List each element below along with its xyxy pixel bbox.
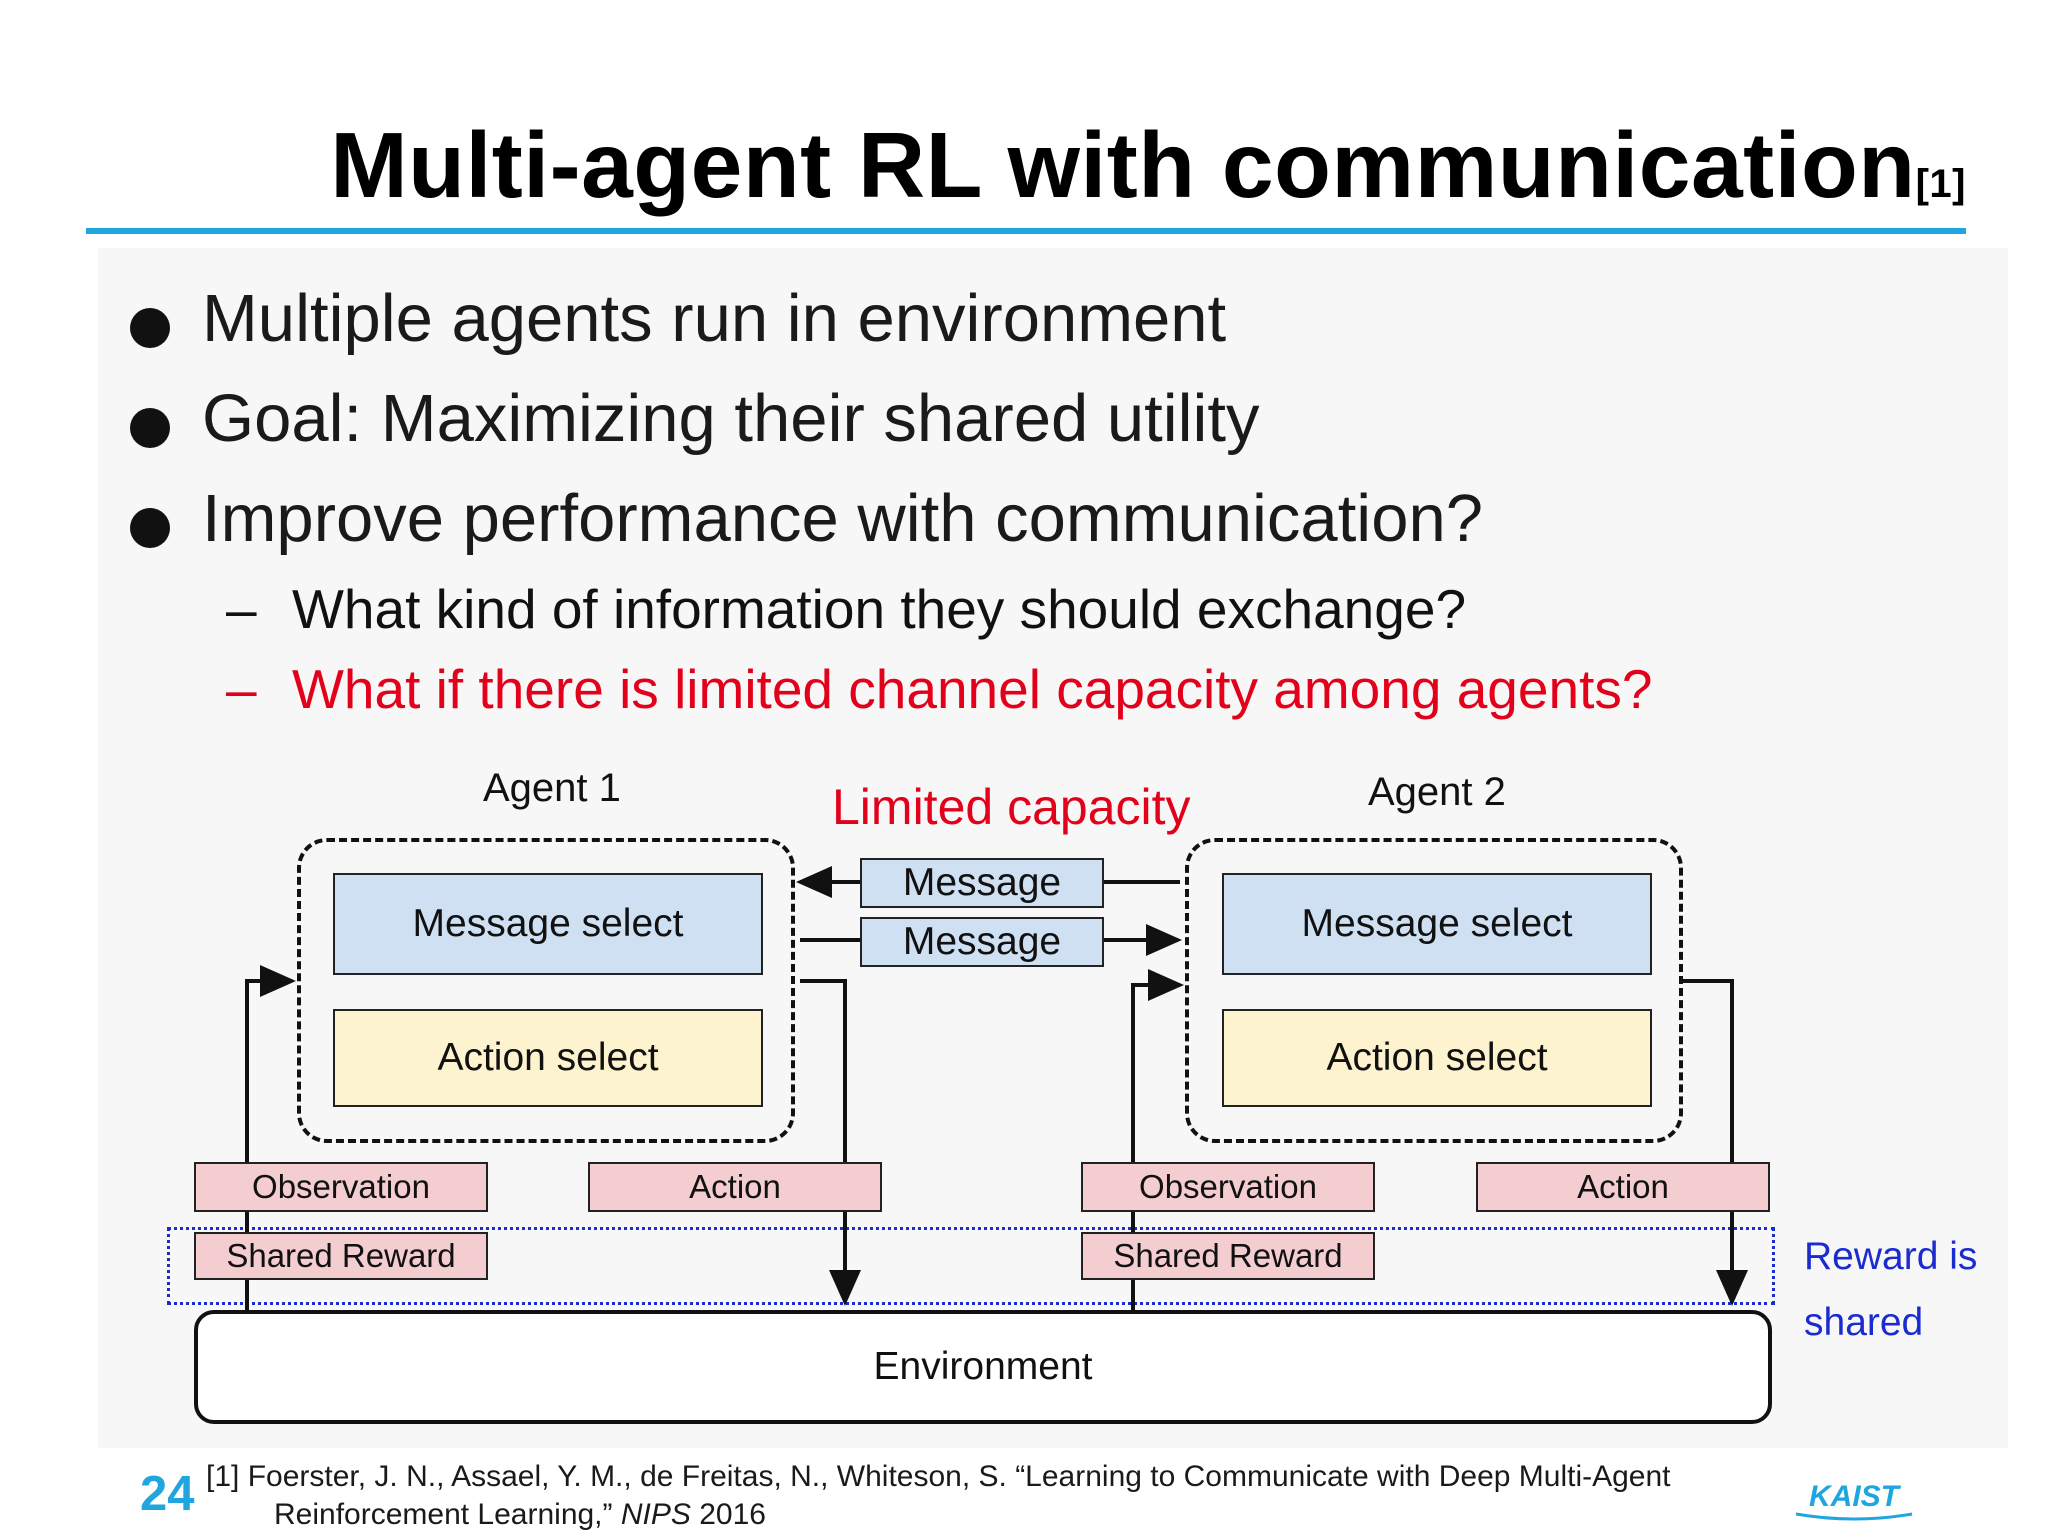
agent-1-action-select: Action select bbox=[333, 1009, 763, 1107]
citation: [1] Foerster, J. N., Assael, Y. M., de F… bbox=[206, 1458, 1671, 1534]
agent-1-box bbox=[297, 838, 795, 1143]
title-text: Multi-agent RL with communication bbox=[330, 113, 1916, 217]
agent-2-observation: Observation bbox=[1081, 1162, 1375, 1212]
bullet-dot bbox=[130, 408, 170, 448]
agent-2-action-select: Action select bbox=[1222, 1009, 1652, 1107]
citation-year: 2016 bbox=[690, 1498, 766, 1531]
bullet-dot bbox=[130, 508, 170, 548]
environment-box: Environment bbox=[194, 1310, 1772, 1424]
title-reference: [1] bbox=[1915, 162, 1966, 206]
agent-1-observation: Observation bbox=[194, 1162, 488, 1212]
sub-bullet-text: What if there is limited channel capacit… bbox=[292, 658, 1653, 720]
bullet-text: Goal: Maximizing their shared utility bbox=[202, 381, 1260, 456]
agent-2-label: Agent 2 bbox=[1368, 770, 1506, 814]
page-number: 24 bbox=[140, 1467, 195, 1521]
kaist-logo-text: KAIST bbox=[1809, 1480, 1902, 1513]
agent-2-shared-reward: Shared Reward bbox=[1081, 1232, 1375, 1280]
message-to-agent-1: Message bbox=[860, 858, 1104, 908]
citation-venue: NIPS bbox=[620, 1498, 691, 1531]
slide-title: Multi-agent RL with communication[1] bbox=[330, 112, 1966, 219]
title-rule bbox=[86, 228, 1966, 234]
shared-reward-zone bbox=[167, 1227, 1775, 1305]
sub-bullet-text: What kind of information they should exc… bbox=[292, 578, 1467, 640]
arrow-action-agent-1 bbox=[800, 979, 861, 1306]
kaist-logo: KAIST bbox=[1795, 1480, 1913, 1521]
citation-title: Reinforcement Learning,” bbox=[274, 1498, 621, 1531]
message-to-agent-2: Message bbox=[860, 917, 1104, 967]
agent-1-label: Agent 1 bbox=[483, 766, 621, 810]
agent-2-message-select: Message select bbox=[1222, 873, 1652, 975]
agent-2-action: Action bbox=[1476, 1162, 1770, 1212]
reward-shared-note: Reward is shared bbox=[1804, 1224, 1977, 1356]
agent-1-action: Action bbox=[588, 1162, 882, 1212]
sub-bullet-dash: – bbox=[226, 658, 257, 720]
bullet-dot bbox=[130, 308, 170, 348]
reward-note-line-1: Reward is bbox=[1804, 1235, 1978, 1278]
bullet-text: Improve performance with communication? bbox=[202, 481, 1483, 556]
sub-bullet-dash: – bbox=[226, 578, 257, 640]
bullet-text: Multiple agents run in environment bbox=[202, 281, 1227, 356]
reward-note-line-2: shared bbox=[1804, 1301, 1924, 1344]
citation-line-2: Reinforcement Learning,” NIPS 2016 bbox=[206, 1496, 1671, 1534]
agent-2-box bbox=[1185, 838, 1683, 1143]
arrow-action-agent-2 bbox=[1683, 979, 1748, 1306]
agent-1-shared-reward: Shared Reward bbox=[194, 1232, 488, 1280]
agent-1-message-select: Message select bbox=[333, 873, 763, 975]
citation-line-1: [1] Foerster, J. N., Assael, Y. M., de F… bbox=[206, 1460, 1671, 1493]
limited-capacity-label: Limited capacity bbox=[832, 779, 1191, 835]
